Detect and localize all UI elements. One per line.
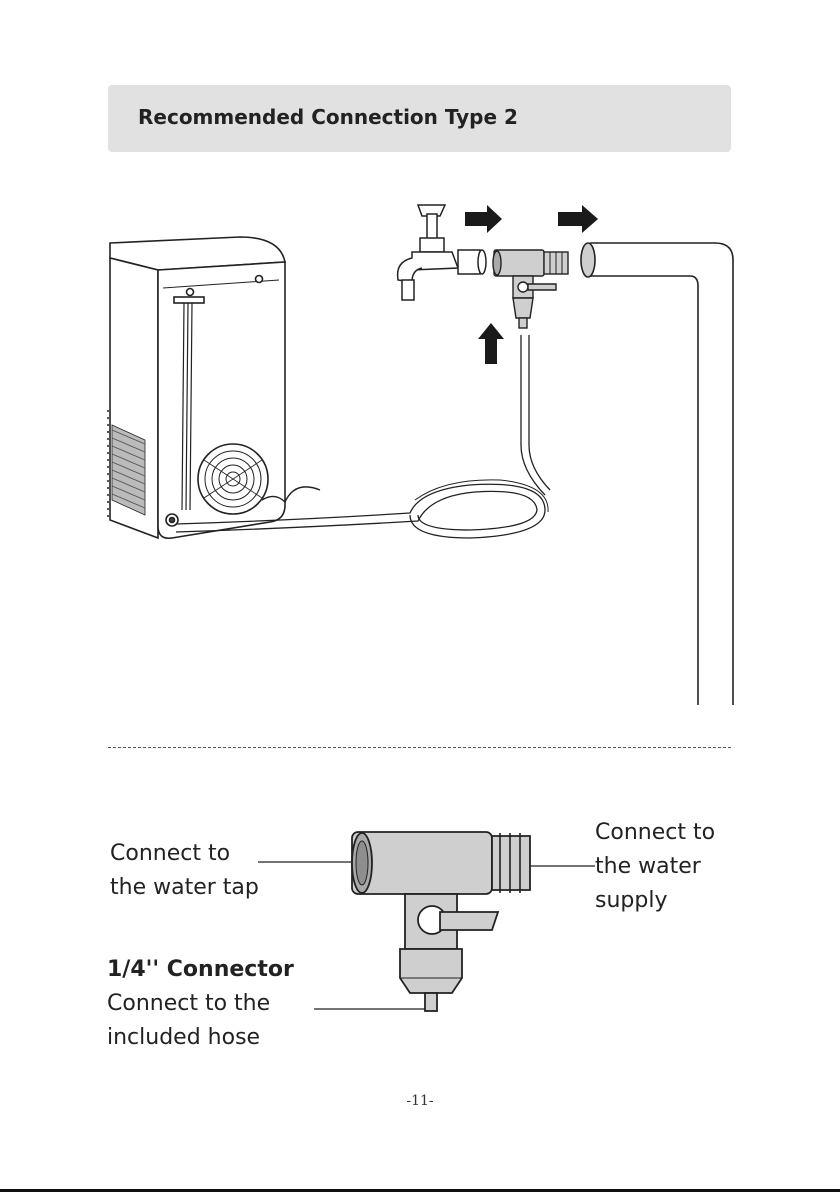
label-line: Connect to [595,816,715,850]
label-water-tap: Connect to the water tap [110,837,259,905]
label-line: the water [595,850,715,884]
label-line: included hose [107,1021,294,1055]
label-connector: 1/4'' Connector Connect to the included … [107,953,294,1055]
label-water-supply: Connect to the water supply [595,816,715,918]
label-line: Connect to the [107,987,294,1021]
label-line: Connect to [110,837,259,871]
label-line: supply [595,884,715,918]
page-number: -11- [0,1093,840,1109]
tee-adapter-large [352,832,530,1011]
label-line: the water tap [110,871,259,905]
connector-title: 1/4'' Connector [107,953,294,987]
